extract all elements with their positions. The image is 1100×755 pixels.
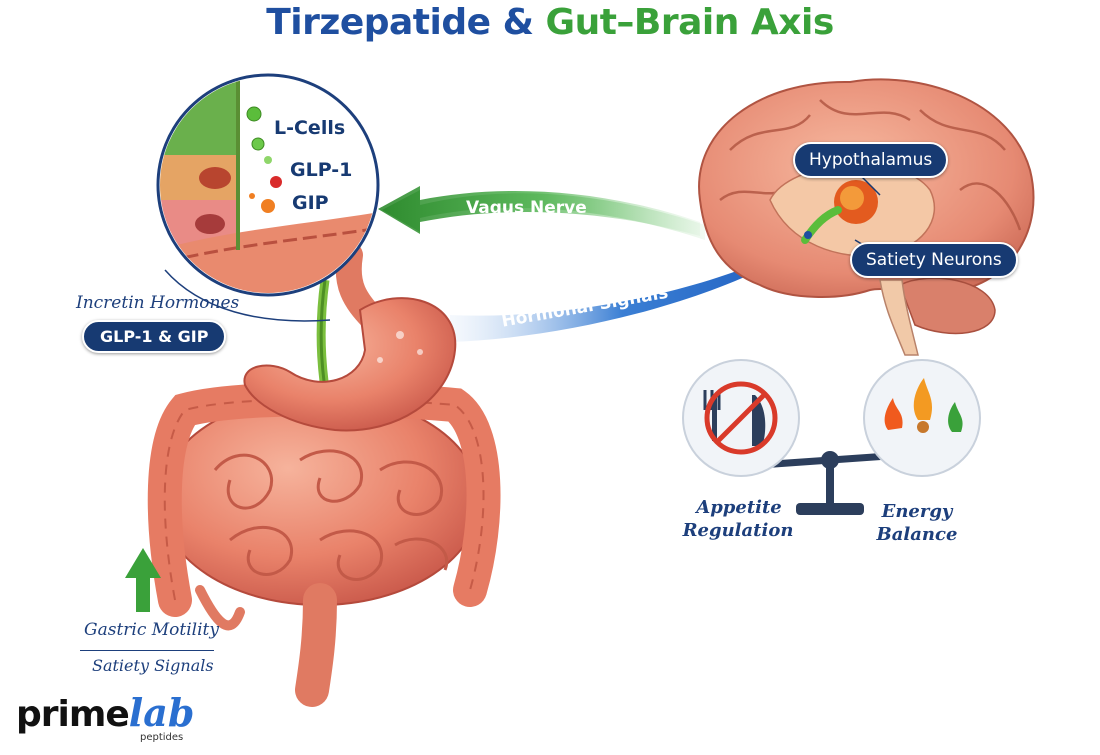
- logo-lab: lab: [128, 690, 195, 735]
- primelab-logo: primelab peptides: [16, 690, 195, 743]
- logo-sub: peptides: [140, 732, 184, 743]
- brain: [698, 78, 1035, 356]
- title-amp: &: [502, 2, 534, 43]
- page-title: Tirzepatide & Gut–Brain Axis: [0, 2, 1100, 43]
- gip-label: GIP: [292, 192, 329, 214]
- up-arrow-icon: [125, 548, 161, 612]
- title-drug: Tirzepatide: [266, 2, 491, 43]
- incretin-hormones-label: Incretin Hormones: [76, 293, 240, 313]
- hypothalamus-label: Hypothalamus: [793, 142, 949, 178]
- vagus-nerve-arrow: [378, 186, 705, 240]
- inset-connector: [164, 269, 331, 322]
- vagus-nerve-label: Vagus Nerve: [466, 198, 587, 218]
- energy-label-line2: Balance: [876, 524, 958, 545]
- energy-label-line1: Energy: [881, 501, 953, 522]
- appetite-label-line2: Regulation: [682, 520, 794, 541]
- satiety-neurons-label: Satiety Neurons: [850, 242, 1018, 278]
- hormonal-signals-arrow: [450, 240, 795, 342]
- gastric-motility-label: Gastric Motility: [84, 620, 219, 640]
- logo-prime: prime: [16, 694, 130, 735]
- digestive-tract: [147, 242, 501, 707]
- divider: [80, 650, 214, 651]
- appetite-icon: [682, 359, 800, 477]
- satiety-signals-label: Satiety Signals: [92, 656, 214, 675]
- appetite-label-line1: Appetite: [696, 497, 782, 518]
- glp1-label: GLP-1: [290, 159, 353, 181]
- title-axis: Gut–Brain Axis: [545, 2, 835, 43]
- glp1-gip-badge: GLP-1 & GIP: [82, 320, 227, 353]
- energy-flames-icon: [863, 359, 981, 477]
- l-cells-label: L-Cells: [274, 117, 346, 139]
